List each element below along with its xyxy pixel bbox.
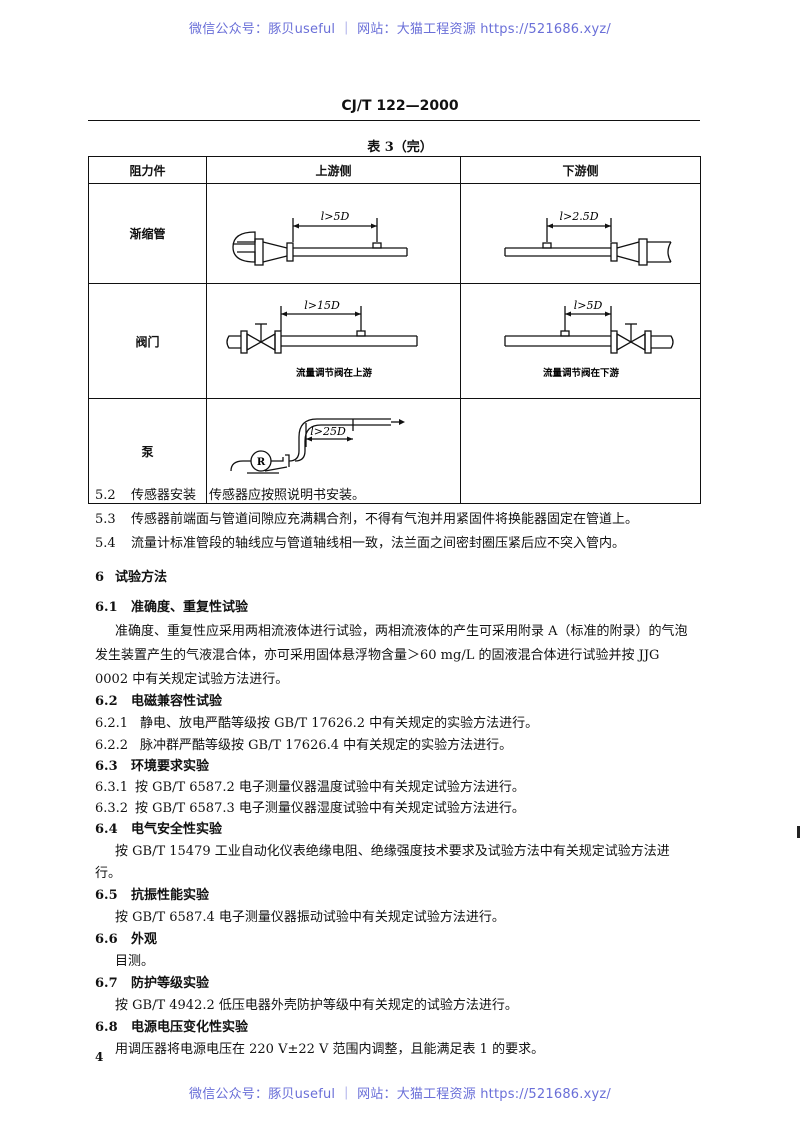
- dim-label-reducer-down: l>2.5D: [559, 210, 598, 223]
- clause-number: 5.4: [95, 536, 116, 551]
- paragraph-line: 发生装置产生的气液混合体，亦可采用固体悬浮物含量＞60 mg/L 的固液混合体进…: [95, 648, 660, 663]
- pump-upstream-diagram: R l>25D: [230, 418, 405, 474]
- clause-6-6: 6.6 外观: [95, 928, 157, 947]
- table-header-row: 阻力件 上游侧 下游侧: [88, 156, 701, 184]
- pump-symbol: R: [257, 457, 266, 468]
- clause-5-3: 5.3 传感器前端面与管道间隙应充满耦合剂，不得有气泡并用紧固件将换能器固定在管道…: [95, 508, 638, 527]
- clause-text: 传感器前端面与管道间隙应充满耦合剂，不得有气泡并用紧固件将换能器固定在管道上。: [131, 512, 639, 527]
- clause-number: 6.2: [95, 694, 118, 709]
- clause-5-4: 5.4 流量计标准管段的轴线应与管道轴线相一致，法兰面之间密封圈压紧后应不突入管内…: [95, 532, 625, 551]
- paragraph-line: 行。: [95, 866, 122, 881]
- paragraph-line: 目测。: [115, 954, 155, 969]
- clause-number: 6.3.2: [95, 801, 129, 816]
- dim-label-pump-up: l>25D: [310, 425, 346, 438]
- clause-6-3-2: 6.3.2 按 GB/T 6587.3 电子测量仪器湿度试验中有关规定试验方法进行…: [95, 797, 525, 816]
- clause-text: 脉冲群严酷等级按 GB/T 17626.4 中有关规定的实验方法进行。: [140, 738, 513, 753]
- row-label-pump: 泵: [88, 398, 207, 504]
- clause-6-2-2: 6.2.2 脉冲群严酷等级按 GB/T 17626.4 中有关规定的实验方法进行。: [95, 734, 512, 753]
- paragraph-line: 按 GB/T 15479 工业自动化仪表绝缘电阻、绝缘强度技术要求及试验方法中有…: [115, 844, 670, 859]
- clause-number: 6.2.2: [95, 738, 129, 753]
- reducer-downstream-diagram: l>2.5D: [504, 210, 672, 266]
- section-number: 6: [95, 570, 105, 585]
- clause-5-2: 5.2 传感器安装 传感器应按照说明书安装。: [95, 484, 365, 503]
- valve-downstream-figure: l>5D 流量调节阀在下游: [460, 283, 701, 399]
- paragraph-line: 按 GB/T 6587.4 电子测量仪器振动试验中有关规定试验方法进行。: [115, 910, 505, 925]
- table-row: 泵: [88, 398, 701, 504]
- clause-number: 6.3.1: [95, 780, 129, 795]
- valve-upstream-figure: l>15D 流量调节阀在上游: [206, 283, 461, 399]
- clause-6-4: 6.4 电气安全性实验: [95, 818, 222, 837]
- row-label-reducer: 渐缩管: [88, 183, 207, 284]
- clause-text: 环境要求实验: [131, 759, 210, 774]
- paragraph-line: 准确度、重复性应采用两相流液体进行试验，两相流液体的产生可采用附录 A（标准的附…: [115, 624, 688, 639]
- valve-upstream-diagram: l>15D 流量调节阀在上游: [226, 299, 418, 379]
- dim-label-valve-up: l>15D: [304, 299, 340, 312]
- col-header-resistance: 阻力件: [88, 156, 207, 184]
- caption-valve-downstream: 流量调节阀在下游: [543, 367, 620, 379]
- clause-text: 电气安全性实验: [131, 822, 223, 837]
- clause-text: 防护等级实验: [131, 976, 210, 991]
- section-title: 试验方法: [115, 570, 168, 585]
- page-number: 4: [95, 1050, 104, 1064]
- table-row: 渐缩管 l>5D: [88, 183, 701, 284]
- col-header-downstream: 下游侧: [460, 156, 701, 184]
- clause-text: 流量计标准管段的轴线应与管道轴线相一致，法兰面之间密封圈压紧后应不突入管内。: [131, 536, 626, 551]
- table-caption: 表 3（完）: [367, 140, 433, 155]
- table-3: 阻力件 上游侧 下游侧 渐缩管: [88, 156, 701, 504]
- clause-number: 6.2.1: [95, 716, 129, 731]
- scan-edge-mark: [797, 826, 800, 838]
- clause-number: 5.2: [95, 488, 116, 503]
- row-label-valve: 阀门: [88, 283, 207, 399]
- clause-6-3: 6.3 环境要求实验: [95, 755, 209, 774]
- watermark-top: 微信公众号：豚贝useful ｜ 网站：大猫工程资源 https://52168…: [189, 22, 611, 37]
- clause-number: 6.4: [95, 822, 118, 837]
- clause-text: 传感器安装 传感器应按照说明书安装。: [131, 488, 366, 503]
- clause-text: 静电、放电严酷等级按 GB/T 17626.2 中有关规定的实验方法进行。: [140, 716, 539, 731]
- clause-6-5: 6.5 抗振性能实验: [95, 884, 209, 903]
- clause-number: 6.3: [95, 759, 118, 774]
- clause-text: 抗振性能实验: [131, 888, 210, 903]
- clause-number: 5.3: [95, 512, 116, 527]
- paragraph-line: 0002 中有关规定试验方法进行。: [95, 672, 289, 687]
- clause-number: 6.8: [95, 1020, 118, 1035]
- section-6-heading: 6 试验方法: [95, 566, 167, 585]
- clause-number: 6.1: [95, 600, 118, 615]
- reducer-downstream-figure: l>2.5D: [460, 183, 701, 284]
- reducer-upstream-diagram: l>5D: [232, 210, 408, 266]
- col-header-upstream: 上游侧: [206, 156, 461, 184]
- clause-text: 按 GB/T 6587.2 电子测量仪器温度试验中有关规定试验方法进行。: [135, 780, 525, 795]
- header-rule: [88, 120, 700, 121]
- clause-6-1: 6.1 准确度、重复性试验: [95, 596, 248, 615]
- table-row: 阀门 l>15D: [88, 283, 701, 399]
- clause-6-7: 6.7 防护等级实验: [95, 972, 209, 991]
- clause-text: 准确度、重复性试验: [131, 600, 249, 615]
- clause-number: 6.5: [95, 888, 118, 903]
- clause-6-2: 6.2 电磁兼容性试验: [95, 690, 222, 709]
- paragraph-line: 用调压器将电源电压在 220 V±22 V 范围内调整，且能满足表 1 的要求。: [115, 1042, 545, 1057]
- clause-6-8: 6.8 电源电压变化性实验: [95, 1016, 248, 1035]
- valve-downstream-diagram: l>5D 流量调节阀在下游: [504, 299, 674, 379]
- caption-valve-upstream: 流量调节阀在上游: [296, 367, 373, 379]
- clause-text: 外观: [131, 932, 158, 947]
- clause-6-2-1: 6.2.1 静电、放电严酷等级按 GB/T 17626.2 中有关规定的实验方法进…: [95, 712, 538, 731]
- clause-text: 电源电压变化性实验: [131, 1020, 249, 1035]
- pump-downstream-cell: [460, 398, 701, 504]
- reducer-upstream-figure: l>5D: [206, 183, 461, 284]
- dim-label-valve-down: l>5D: [574, 299, 603, 312]
- clause-number: 6.7: [95, 976, 118, 991]
- pump-upstream-figure: R l>25D: [206, 398, 461, 504]
- paragraph-line: 按 GB/T 4942.2 低压电器外壳防护等级中有关规定的试验方法进行。: [115, 998, 518, 1013]
- clause-6-3-1: 6.3.1 按 GB/T 6587.2 电子测量仪器温度试验中有关规定试验方法进行…: [95, 776, 525, 795]
- standard-number: CJ/T 122—2000: [341, 98, 459, 114]
- watermark-bottom: 微信公众号：豚贝useful ｜ 网站：大猫工程资源 https://52168…: [189, 1087, 611, 1102]
- clause-text: 电磁兼容性试验: [131, 694, 223, 709]
- clause-text: 按 GB/T 6587.3 电子测量仪器湿度试验中有关规定试验方法进行。: [135, 801, 525, 816]
- clause-number: 6.6: [95, 932, 118, 947]
- dim-label-reducer-up: l>5D: [321, 210, 350, 223]
